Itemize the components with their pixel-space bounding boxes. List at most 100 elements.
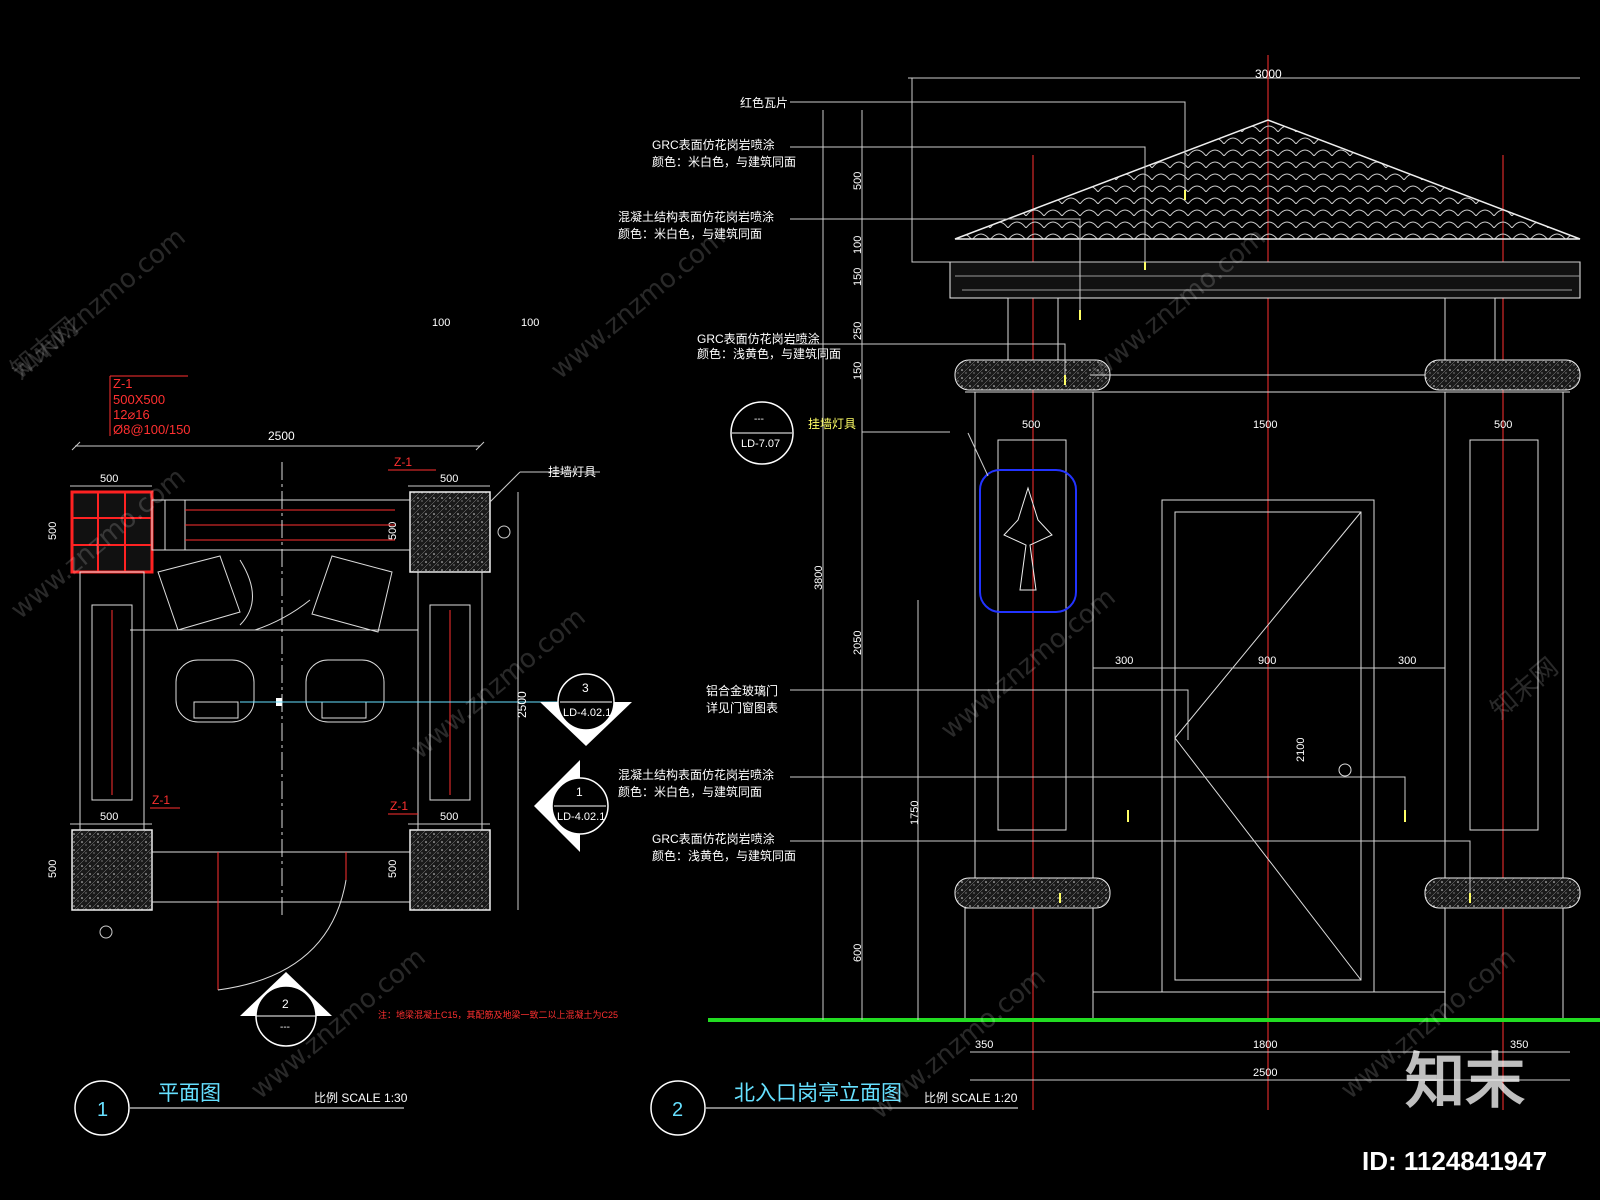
section-2-ref: --- — [280, 1022, 290, 1033]
plan-side-500-tr: 500 — [387, 522, 399, 540]
capital-right — [1424, 359, 1581, 391]
watermark-id: ID: 1124841947 — [1362, 1146, 1547, 1176]
section-marker-1: 1 LD-4.02.1 — [534, 760, 609, 852]
detail-top: --- — [754, 414, 764, 425]
plan-side-500-br: 500 — [387, 860, 399, 878]
plan-scale: 比例 SCALE 1:30 — [314, 1091, 408, 1105]
plan-red-note: 注：地梁混凝土C15，其配筋及地梁一致二以上混凝土为C25 — [378, 1009, 618, 1020]
plan-dim-100-a: 100 — [432, 317, 450, 329]
plan-col-500-tr: 500 — [440, 473, 458, 485]
plan-col-500-br: 500 — [440, 811, 458, 823]
elev-dim-300b: 300 — [1398, 655, 1416, 667]
column-size: 500X500 — [113, 392, 165, 407]
elev-scale: 比例 SCALE 1:20 — [924, 1091, 1018, 1105]
note-grc1-line1: GRC表面仿花岗岩喷涂 — [652, 137, 775, 152]
note-conc1-line2: 颜色：米白色，与建筑同面 — [618, 226, 762, 241]
watermark-url-6: www.znzmo.com — [1085, 222, 1271, 385]
note-grc2-line2: 颜色：浅黄色，与建筑同面 — [697, 346, 841, 361]
note-grc2-line1: GRC表面仿花岗岩喷涂 — [697, 331, 820, 346]
plan-z1-tr: Z-1 — [394, 455, 412, 469]
plan-view: 100 100 Z-1 500X500 12⌀16 Ø8@100/150 250… — [47, 317, 632, 1136]
plan-width-total: 2500 — [268, 429, 295, 443]
plan-wall-lamp-note: 挂墙灯具 — [548, 465, 596, 479]
note-lamp: 挂墙灯具 — [808, 417, 856, 431]
watermark-url-4: www.znzmo.com — [405, 602, 591, 765]
elev-dim-1750: 1750 — [909, 801, 921, 825]
section-3-number: 3 — [582, 681, 589, 695]
plan-z1-bl: Z-1 — [152, 793, 170, 807]
base-left — [954, 877, 1111, 909]
column-br — [409, 829, 491, 911]
elev-width-total: 3000 — [1255, 67, 1282, 81]
elev-dim-2050: 2050 — [852, 631, 864, 655]
watermark-brand-1: 知末网 — [1485, 652, 1564, 725]
watermark-logo: 知末 — [1405, 1047, 1525, 1117]
section-2-number: 2 — [282, 997, 289, 1011]
note-grc3-line1: GRC表面仿花岗岩喷涂 — [652, 831, 775, 846]
elev-dim-2100: 2100 — [1295, 738, 1307, 762]
elev-bottom-350b: 350 — [1510, 1039, 1528, 1051]
elev-dim-100: 100 — [852, 236, 864, 254]
section-1-ref: LD-4.02.1 — [557, 811, 605, 823]
elev-bottom-350a: 350 — [975, 1039, 993, 1051]
elev-dim-600: 600 — [852, 944, 864, 962]
elevation-view: 3000 — [618, 55, 1600, 1136]
note-door-line2: 详见门窗图表 — [706, 700, 778, 715]
elev-title-number: 2 — [672, 1099, 683, 1121]
pier-right — [1444, 391, 1564, 883]
section-3-ref: LD-4.02.1 — [563, 707, 611, 719]
watermark-url-5: www.znzmo.com — [935, 582, 1121, 745]
cornice — [949, 261, 1581, 299]
roof-tiles — [954, 119, 1581, 240]
note-roof-tile: 红色瓦片 — [740, 95, 788, 110]
note-conc1-line1: 混凝土结构表面仿花岗岩喷涂 — [618, 209, 774, 224]
plan-title-number: 1 — [97, 1099, 108, 1121]
elev-dim-3800: 3800 — [813, 566, 825, 590]
elev-top-500a: 500 — [1022, 419, 1040, 431]
plan-side-500-tl: 500 — [47, 522, 59, 540]
note-grc3-line2: 颜色：浅黄色，与建筑同面 — [652, 848, 796, 863]
detail-marker-ld-7-07: --- LD-7.07 — [730, 401, 794, 465]
elev-dim-900: 900 — [1258, 655, 1276, 667]
plan-z1-br: Z-1 — [390, 799, 408, 813]
elev-dim-250: 250 — [852, 322, 864, 340]
elev-dim-150b: 150 — [852, 362, 864, 380]
column-rebar: 12⌀16 — [113, 407, 150, 422]
column-bl — [71, 829, 153, 911]
note-grc1-line2: 颜色：米白色，与建筑同面 — [652, 154, 796, 169]
lamp-icon — [1003, 486, 1053, 591]
column-tr — [409, 491, 491, 573]
elev-dim-500: 500 — [852, 172, 864, 190]
watermark-brand-2: 知末网 — [5, 312, 84, 385]
plan-depth-total: 2500 — [515, 691, 529, 718]
note-door-line1: 铝合金玻璃门 — [706, 683, 778, 698]
elev-top-500b: 500 — [1494, 419, 1512, 431]
door-handle — [1338, 763, 1352, 777]
note-conc2-line1: 混凝土结构表面仿花岗岩喷涂 — [618, 767, 774, 782]
base-right — [1424, 877, 1581, 909]
plan-side-500-bl: 500 — [47, 860, 59, 878]
watermark-url-3: www.znzmo.com — [5, 462, 191, 625]
plan-title: 平面图 — [158, 1082, 221, 1105]
elev-top-1500: 1500 — [1253, 419, 1277, 431]
plan-title-block: 1 平面图 比例 SCALE 1:30 — [74, 1080, 408, 1136]
column-schedule-tag: Z-1 500X500 12⌀16 Ø8@100/150 — [109, 375, 191, 437]
column-stirrup: Ø8@100/150 — [113, 422, 191, 437]
lamp-symbol-icon — [99, 925, 113, 939]
wall-lamp[interactable] — [979, 469, 1077, 613]
elev-bottom-2500: 2500 — [1253, 1067, 1277, 1079]
elev-title: 北入口岗亭立面图 — [734, 1082, 902, 1105]
section-marker-2: 2 --- — [240, 972, 332, 1047]
elevation-title-block: 2 北入口岗亭立面图 比例 SCALE 1:20 — [650, 1080, 1018, 1136]
detail-ref: LD-7.07 — [741, 438, 780, 450]
elev-dim-150a: 150 — [852, 268, 864, 286]
section-1-number: 1 — [576, 785, 583, 799]
plan-dim-100-b: 100 — [521, 317, 539, 329]
plan-col-500-bl: 500 — [100, 811, 118, 823]
section-marker-3: 3 LD-4.02.1 — [540, 673, 632, 746]
lamp-symbol-icon — [497, 525, 511, 539]
plan-col-500-tl: 500 — [100, 473, 118, 485]
elev-dim-300a: 300 — [1115, 655, 1133, 667]
note-conc2-line2: 颜色：米白色，与建筑同面 — [618, 784, 762, 799]
